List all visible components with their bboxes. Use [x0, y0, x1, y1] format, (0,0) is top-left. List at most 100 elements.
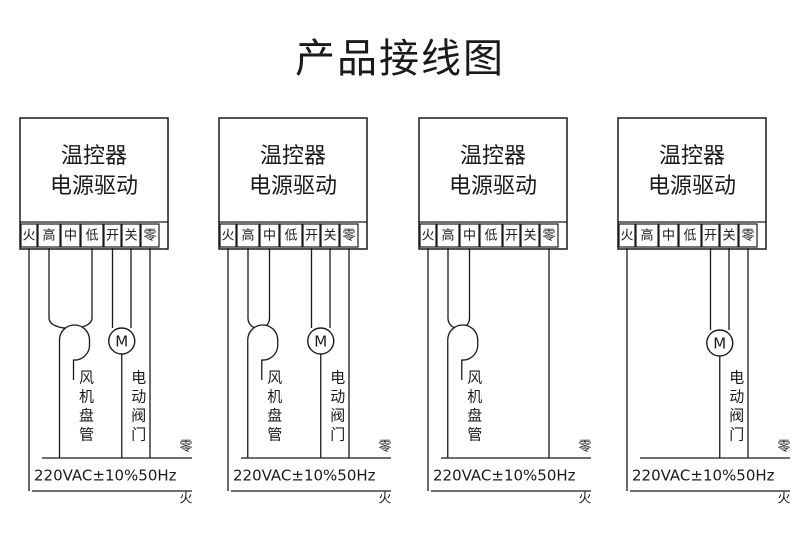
fan-coil-label-0: 风: [79, 369, 94, 387]
supply-spec-label: 220VAC±10%50Hz: [34, 467, 177, 485]
terminal-cell: [520, 223, 540, 248]
neutral-bus-label: 零: [777, 440, 790, 455]
supply-spec-label: 220VAC±10%50Hz: [233, 467, 376, 485]
terminal-cell: [539, 223, 559, 248]
terminal-cell: [103, 223, 122, 248]
terminal-label-1: 高: [241, 228, 254, 244]
terminal-cell: [678, 223, 702, 248]
terminal-cell: [60, 223, 81, 248]
terminal-cell: [701, 223, 720, 248]
terminal-label-2: 中: [463, 229, 476, 244]
device-label-thermostat: 温控器: [659, 144, 725, 169]
neutral-bus-label: 零: [179, 440, 192, 455]
fan-coil-label-3: 管: [267, 426, 282, 444]
terminal-label-1: 高: [640, 228, 653, 244]
fan-coil-label-1: 机: [267, 388, 282, 406]
fan-coil-symbol: [58, 324, 91, 380]
terminal-cell: [419, 223, 437, 248]
terminal-label-0: 火: [22, 229, 35, 244]
terminal-cell: [80, 223, 104, 248]
terminal-label-0: 火: [421, 229, 434, 244]
terminal-cell: [320, 223, 340, 248]
terminal-cell: [502, 223, 521, 248]
valve-label-1: 动: [131, 388, 146, 406]
fan-coil-label-1: 机: [79, 388, 94, 406]
terminal-cell: [20, 223, 38, 248]
live-bus-label: 火: [578, 492, 591, 507]
device-label-power-driver: 电源驱动: [648, 174, 736, 199]
fan-coil-label-2: 盘: [267, 407, 282, 425]
terminal-label-6: 零: [143, 229, 156, 244]
live-bus-label: 火: [777, 492, 790, 507]
terminal-cell: [436, 223, 460, 248]
valve-label-0: 电: [131, 369, 146, 387]
device-label-power-driver: 电源驱动: [50, 174, 138, 199]
valve-label-3: 门: [131, 426, 146, 444]
valve-label-3: 门: [729, 426, 744, 444]
fan-coil-label-3: 管: [79, 426, 94, 444]
terminal-label-5: 关: [124, 229, 137, 244]
valve-label-1: 动: [330, 388, 345, 406]
terminal-label-0: 火: [221, 229, 234, 244]
terminal-cell: [259, 223, 280, 248]
terminal-cell: [719, 223, 739, 248]
terminal-label-0: 火: [620, 229, 633, 244]
fan-coil-symbol: [447, 324, 479, 380]
fan-coil-label-2: 盘: [79, 407, 94, 425]
terminal-cell: [140, 223, 160, 248]
terminal-label-6: 零: [741, 229, 754, 244]
valve-motor-letter: M: [713, 335, 726, 353]
terminal-label-4: 开: [305, 229, 318, 244]
terminal-cell: [121, 223, 141, 248]
terminal-label-3: 低: [284, 229, 297, 244]
terminal-label-6: 零: [342, 229, 355, 244]
fan-coil-label-2: 盘: [467, 407, 482, 425]
terminal-cell: [37, 223, 61, 248]
supply-spec-label: 220VAC±10%50Hz: [632, 467, 775, 485]
terminal-label-3: 低: [683, 229, 696, 244]
terminal-label-2: 中: [64, 229, 77, 244]
page-title: 产品接线图: [295, 36, 505, 82]
terminal-label-6: 零: [542, 229, 555, 244]
device-label-power-driver: 电源驱动: [249, 174, 337, 199]
device-label-power-driver: 电源驱动: [449, 174, 537, 199]
valve-label-2: 阀: [330, 407, 345, 425]
live-bus-label: 火: [378, 492, 391, 507]
valve-label-1: 动: [729, 388, 744, 406]
device-label-thermostat: 温控器: [460, 144, 526, 169]
terminal-label-2: 中: [662, 229, 675, 244]
terminal-cell: [302, 223, 321, 248]
fan-coil-label-0: 风: [467, 369, 482, 387]
terminal-cell: [236, 223, 260, 248]
valve-label-0: 电: [729, 369, 744, 387]
neutral-bus-label: 零: [378, 440, 391, 455]
terminal-cell: [219, 223, 237, 248]
terminal-label-2: 中: [263, 229, 276, 244]
terminal-label-5: 关: [523, 229, 536, 244]
live-bus-label: 火: [179, 492, 192, 507]
terminal-label-5: 关: [323, 229, 336, 244]
terminal-cell: [618, 223, 636, 248]
valve-motor-letter: M: [314, 333, 327, 351]
terminal-cell: [279, 223, 303, 248]
fan-coil-symbol: [247, 324, 279, 380]
device-label-thermostat: 温控器: [61, 144, 127, 169]
terminal-cell: [459, 223, 480, 248]
supply-spec-label: 220VAC±10%50Hz: [433, 467, 576, 485]
terminal-label-3: 低: [484, 229, 497, 244]
terminal-label-4: 开: [505, 229, 518, 244]
neutral-bus-label: 零: [578, 440, 591, 455]
terminal-label-1: 高: [42, 228, 55, 244]
terminal-cell: [738, 223, 758, 248]
valve-motor-letter: M: [115, 333, 128, 351]
valve-label-3: 门: [330, 426, 345, 444]
valve-label-2: 阀: [131, 407, 146, 425]
terminal-cell: [635, 223, 659, 248]
terminal-cell: [479, 223, 503, 248]
terminal-cell: [658, 223, 679, 248]
terminal-label-1: 高: [441, 228, 454, 244]
fan-coil-label-0: 风: [267, 369, 282, 387]
fan-coil-label-3: 管: [467, 426, 482, 444]
